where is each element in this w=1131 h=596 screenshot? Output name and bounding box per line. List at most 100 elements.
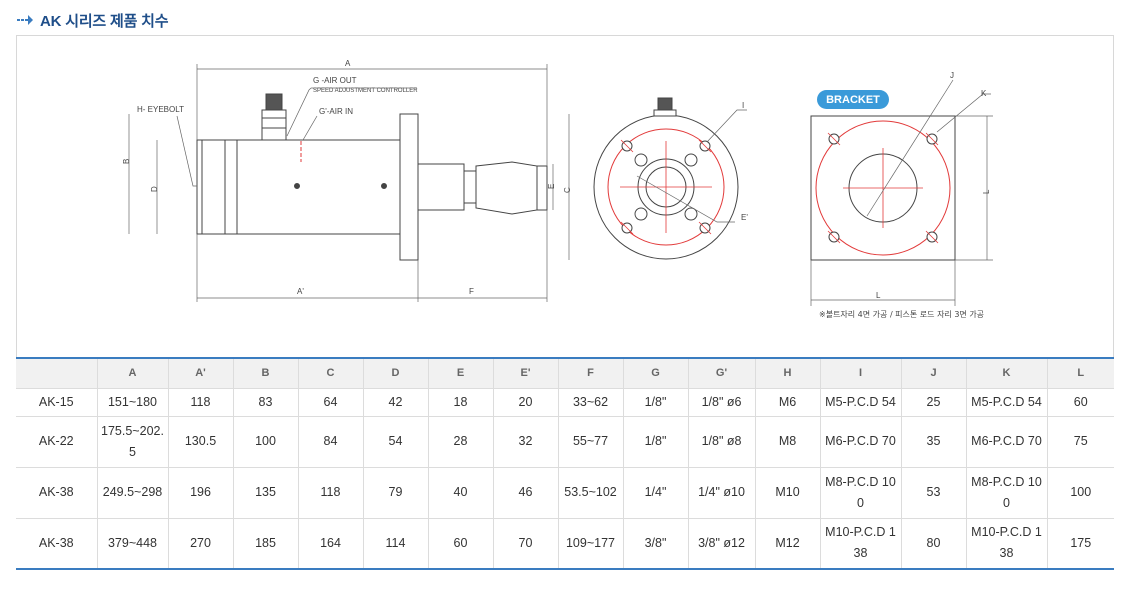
cell-e: 60: [427, 517, 494, 570]
side-view: [196, 93, 548, 261]
cell-g-prime: 1/8" ø8: [687, 415, 756, 468]
cell-g-prime: 3/8" ø12: [687, 517, 756, 570]
cell-a-prime: 118: [167, 387, 234, 417]
header-l: L: [1046, 358, 1114, 389]
cell-e-prime: 32: [492, 415, 559, 468]
cell-model: AK-38: [16, 466, 98, 519]
cell-b: 135: [232, 466, 299, 519]
header-e: E: [427, 358, 494, 389]
label-j: J: [950, 71, 954, 80]
cell-d: 42: [362, 387, 429, 417]
label-g-air-out: G -AIR OUT: [313, 76, 357, 85]
cell-d: 114: [362, 517, 429, 570]
dim-b: B: [122, 159, 131, 164]
dimension-drawing: A A' F B D E C G -AIR OUT SPEED ADJUSTME…: [16, 35, 1114, 357]
cell-l: 100: [1046, 466, 1114, 519]
side-dimensions: [128, 64, 570, 302]
cell-h: M6: [754, 387, 821, 417]
cell-f: 53.5~102: [557, 466, 624, 519]
cell-j: 80: [900, 517, 967, 570]
header-k: K: [965, 358, 1048, 389]
machining-note: ※볼트자리 4면 가공 / 피스톤 로드 자리 3면 가공: [819, 309, 984, 319]
cell-h: M10: [754, 466, 821, 519]
front-bolt-holes: [621, 140, 711, 234]
cell-l: 60: [1046, 387, 1114, 417]
cell-e: 28: [427, 415, 494, 468]
cell-e: 40: [427, 466, 494, 519]
cell-g: 1/4": [622, 466, 689, 519]
cell-i: M10-P.C.D 138: [819, 517, 902, 570]
cell-k: M8-P.C.D 100: [965, 466, 1048, 519]
header-j: J: [900, 358, 967, 389]
table-row: AK-38 249.5~298 196 135 118 79 40 46 53.…: [16, 466, 1114, 519]
cell-d: 54: [362, 415, 429, 468]
cell-j: 35: [900, 415, 967, 468]
cell-a: 249.5~298: [96, 466, 169, 519]
cell-b: 185: [232, 517, 299, 570]
dim-a: A: [345, 59, 351, 68]
header-g-prime: G': [687, 358, 756, 389]
header-i: I: [819, 358, 902, 389]
header-d: D: [362, 358, 429, 389]
cell-g-prime: 1/4" ø10: [687, 466, 756, 519]
technical-drawing: A A' F B D E C G -AIR OUT SPEED ADJUSTME…: [122, 59, 993, 319]
cell-c: 164: [297, 517, 364, 570]
table-row: AK-15 151~180 118 83 64 42 18 20 33~62 1…: [16, 387, 1114, 417]
dim-a-prime: A': [297, 287, 304, 296]
header-f: F: [557, 358, 624, 389]
cell-a-prime: 270: [167, 517, 234, 570]
header-e-prime: E': [492, 358, 559, 389]
section-heading: AK 시리즈 제품 치수: [16, 8, 169, 32]
dim-l-horizontal: L: [876, 291, 881, 300]
cell-j: 53: [900, 466, 967, 519]
table-header-row: A A' B C D E E' F G G' H I J K L: [16, 358, 1114, 389]
cell-j: 25: [900, 387, 967, 417]
cell-a: 379~448: [96, 517, 169, 570]
header-a: A: [96, 358, 169, 389]
cell-a: 151~180: [96, 387, 169, 417]
cell-g: 3/8": [622, 517, 689, 570]
cell-e-prime: 46: [492, 466, 559, 519]
cell-g-prime: 1/8" ø6: [687, 387, 756, 417]
label-e-prime: E': [741, 213, 748, 222]
cell-c: 118: [297, 466, 364, 519]
dim-l-vertical: L: [982, 189, 991, 194]
header-a-prime: A': [167, 358, 234, 389]
dim-f: F: [469, 287, 474, 296]
cell-f: 109~177: [557, 517, 624, 570]
cell-e-prime: 70: [492, 517, 559, 570]
cell-a-prime: 196: [167, 466, 234, 519]
cell-d: 79: [362, 466, 429, 519]
cell-l: 75: [1046, 415, 1114, 468]
header-model: [16, 358, 98, 389]
cell-b: 100: [232, 415, 299, 468]
table-row: AK-22 175.5~202.5 130.5 100 84 54 28 32 …: [16, 415, 1114, 468]
bracket-badge-label: BRACKET: [826, 94, 880, 106]
page-title: AK 시리즈 제품 치수: [40, 12, 169, 30]
table-row: AK-38 379~448 270 185 164 114 60 70 109~…: [16, 517, 1114, 570]
cell-f: 55~77: [557, 415, 624, 468]
label-i: I: [742, 101, 744, 110]
label-speed-controller: SPEED ADJUSTMENT CONTROLLER: [313, 88, 418, 94]
cell-e-prime: 20: [492, 387, 559, 417]
header-b: B: [232, 358, 299, 389]
cell-a-prime: 130.5: [167, 415, 234, 468]
cell-k: M6-P.C.D 70: [965, 415, 1048, 468]
spec-table: A A' B C D E E' F G G' H I J K L AK-15 1…: [16, 357, 1114, 570]
cell-b: 83: [232, 387, 299, 417]
cell-c: 84: [297, 415, 364, 468]
cell-i: M8-P.C.D 100: [819, 466, 902, 519]
cell-model: AK-38: [16, 517, 98, 570]
cell-k: M5-P.C.D 54: [965, 387, 1048, 417]
cell-f: 33~62: [557, 387, 624, 417]
header-h: H: [754, 358, 821, 389]
label-h-eyebolt: H- EYEBOLT: [137, 105, 184, 114]
cell-l: 175: [1046, 517, 1114, 570]
cell-model: AK-22: [16, 415, 98, 468]
arrow-bullet-icon: [16, 11, 34, 29]
cell-g: 1/8": [622, 387, 689, 417]
label-k: K: [981, 89, 987, 98]
header-g: G: [622, 358, 689, 389]
cell-h: M8: [754, 415, 821, 468]
cell-g: 1/8": [622, 415, 689, 468]
